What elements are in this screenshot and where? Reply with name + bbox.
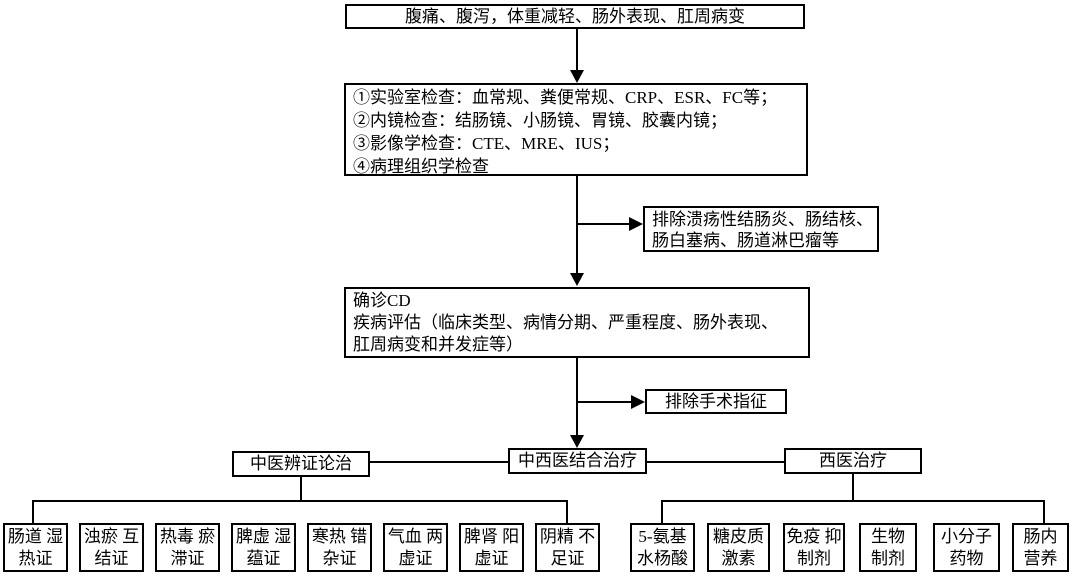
integrative-treatment-box: 中西医结合治疗	[508, 448, 647, 474]
diagnosis-assessment-box: 确诊CD 疾病评估（临床类型、病情分期、严重程度、肠外表现、 肛周病变和并发症等…	[344, 287, 810, 358]
connector-line	[576, 358, 578, 436]
syndrome-line: 互结证	[94, 527, 140, 568]
tcm-syndrome-box: 脾肾 阳虚证	[459, 523, 524, 572]
therapy-line: 糖皮质	[713, 527, 764, 546]
syndrome-line: 气血	[387, 527, 422, 546]
tcm-syndrome-box: 气血 两虚证	[383, 523, 448, 572]
examination-line: ①实验室检查：血常规、粪便常规、CRP、ESR、FC等；	[353, 88, 778, 107]
exclusion-differential-line: 排除溃疡性结肠炎、肠结核、	[652, 210, 873, 229]
syndrome-line: 浊瘀	[83, 527, 118, 546]
tcm-treatment-box: 中医辨证论治	[232, 451, 370, 477]
tcm-syndrome-box: 浊瘀 互结证	[79, 523, 144, 572]
western-therapy-box: 免疫 抑制剂	[783, 523, 845, 572]
examination-box: ①实验室检查：血常规、粪便常规、CRP、ESR、FC等； ②内镜检查：结肠镜、小…	[344, 83, 808, 176]
symptom-box: 腹痛、腹泻，体重减轻、肠外表现、肛周病变	[345, 4, 805, 29]
examination-line: ③影像学检查：CTE、MRE、IUS；	[353, 134, 620, 153]
therapy-line: 营养	[1023, 549, 1058, 568]
therapy-line: 激素	[721, 549, 756, 568]
syndrome-line: 阴精	[539, 527, 574, 546]
connector-line	[661, 500, 663, 523]
therapy-line: 水杨酸	[637, 549, 688, 568]
connector-line	[32, 500, 568, 502]
connector-line	[647, 461, 784, 463]
western-therapy-box: 肠内 营养	[1012, 523, 1069, 572]
syndrome-line: 寒热	[311, 527, 346, 546]
examination-line: ④病理组织学检查	[353, 157, 489, 176]
tcm-syndrome-box: 寒热 错杂证	[307, 523, 372, 572]
examination-line: ②内镜检查：结肠镜、小肠镜、胃镜、胶囊内镜；	[353, 111, 727, 130]
therapy-line: 5-氨基	[638, 527, 687, 546]
western-therapy-box: 小分子 药物	[933, 523, 1000, 572]
syndrome-line: 湿热证	[18, 527, 64, 568]
syndrome-line: 肠道	[7, 527, 42, 546]
syndrome-line: 脾虚	[235, 527, 270, 546]
western-therapy-box: 5-氨基 水杨酸	[630, 523, 695, 572]
connector-line	[577, 223, 629, 225]
therapy-line: 制剂	[871, 549, 905, 568]
western-treatment-box: 西医治疗	[784, 448, 922, 474]
connector-line	[661, 500, 1045, 502]
syndrome-line: 两虚证	[398, 527, 444, 568]
connector-line	[576, 28, 578, 72]
therapy-line: 肠内	[1023, 527, 1058, 546]
diagnosis-line: 疾病评估（临床类型、病情分期、严重程度、肠外表现、	[353, 313, 778, 332]
western-therapy-box: 糖皮质 激素	[707, 523, 770, 572]
tcm-syndrome-box: 热毒 瘀滞证	[155, 523, 220, 572]
syndrome-line: 阳虚证	[474, 527, 520, 568]
tcm-syndrome-box: 肠道 湿热证	[3, 523, 68, 572]
syndrome-line: 脾肾	[463, 527, 498, 546]
diagnosis-line: 确诊CD	[353, 291, 411, 310]
connector-line	[852, 474, 854, 502]
exclusion-surgery-box: 排除手术指征	[645, 389, 787, 414]
arrowhead-right-icon	[631, 395, 645, 409]
connector-line	[576, 176, 578, 274]
therapy-line: 生物	[871, 527, 905, 546]
therapy-line: 抑制剂	[797, 527, 842, 568]
syndrome-line: 不足证	[550, 527, 596, 568]
syndrome-line: 热毒	[159, 527, 194, 546]
syndrome-line: 瘀滞证	[170, 527, 216, 568]
arrowhead-down-icon	[570, 273, 584, 286]
therapy-line: 免疫	[786, 527, 821, 546]
diagnosis-line: 肛周病变和并发症等）	[353, 335, 523, 354]
syndrome-line: 湿蕴证	[246, 527, 292, 568]
tcm-syndrome-box: 脾虚 湿蕴证	[231, 523, 296, 572]
connector-line	[32, 500, 34, 523]
connector-line	[370, 461, 508, 463]
tcm-syndrome-box: 阴精 不足证	[535, 523, 600, 572]
arrowhead-right-icon	[629, 217, 643, 231]
connector-line	[1043, 500, 1045, 523]
arrowhead-down-icon	[570, 435, 584, 448]
arrowhead-down-icon	[570, 70, 584, 83]
connector-line	[566, 500, 568, 523]
therapy-line: 药物	[949, 549, 984, 568]
exclusion-differential-box: 排除溃疡性结肠炎、肠结核、 肠白塞病、肠道淋巴瘤等	[643, 206, 879, 252]
therapy-line: 小分子	[941, 527, 992, 546]
connector-line	[577, 401, 631, 403]
western-therapy-box: 生物 制剂	[859, 523, 917, 572]
exclusion-differential-line: 肠白塞病、肠道淋巴瘤等	[652, 231, 839, 250]
syndrome-line: 错杂证	[322, 527, 368, 568]
connector-line	[300, 477, 302, 502]
